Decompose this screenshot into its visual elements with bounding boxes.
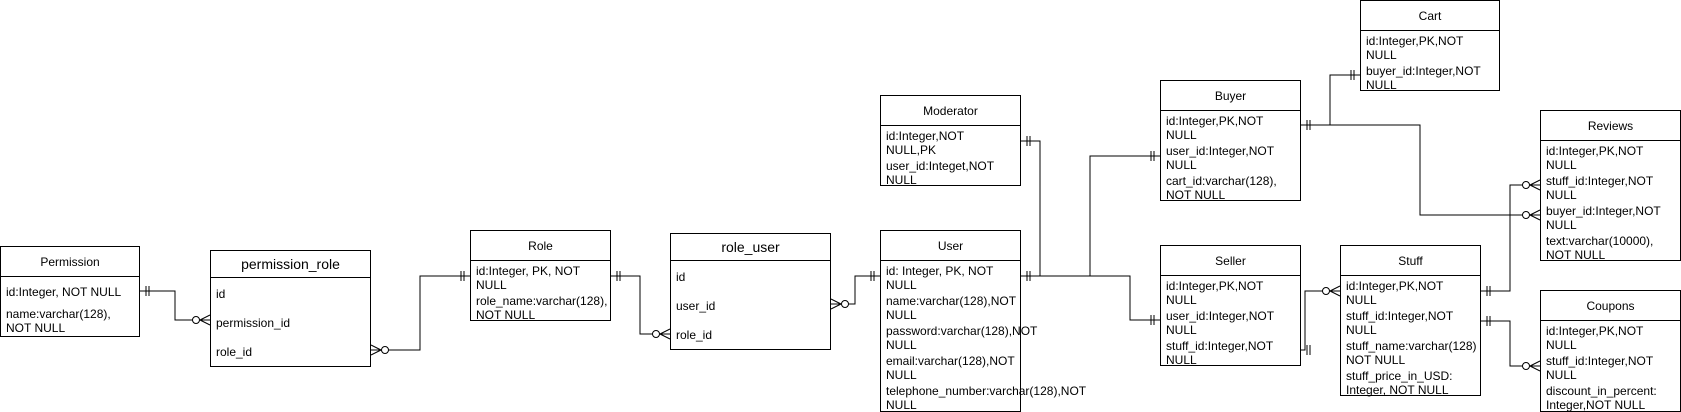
field-user-id: user_id:Integer,NOT NULL (1166, 309, 1274, 337)
entity-title: Seller (1161, 246, 1300, 276)
many-marker (830, 298, 842, 305)
field-role-id: role_id (216, 344, 253, 359)
field-id: id (216, 286, 226, 301)
connector-seller-stuff (1301, 290, 1340, 351)
entity-title: Buyer (1161, 81, 1300, 111)
many-marker (1529, 365, 1541, 372)
field-id: id:Integer,PK,NOT NULL (1346, 279, 1444, 307)
many-marker (370, 344, 382, 351)
zero-marker (1522, 362, 1530, 370)
entity-user[interactable]: User id: Integer, PK, NOT NULL name:varc… (880, 230, 1086, 412)
field-stuff-id: stuff_id:Integer,NOT NULL (1546, 174, 1653, 202)
field-id: id: Integer, PK, NOT NULL (886, 264, 994, 292)
zero-marker (1522, 181, 1530, 189)
field-role-id: role_id (676, 327, 713, 342)
entity-title: Moderator (881, 96, 1020, 126)
connector-permission-role-role (371, 275, 470, 351)
field-permission-id: permission_id (216, 315, 291, 330)
connector-stuff-coupons (1481, 320, 1540, 367)
entity-stuff[interactable]: Stuff id:Integer,PK,NOT NULL stuff_id:In… (1340, 245, 1481, 397)
field-email: email:varchar(128),NOT NULL (886, 354, 1015, 382)
many-marker (1529, 179, 1541, 186)
entity-title: Reviews (1541, 111, 1680, 141)
zero-marker (381, 346, 389, 354)
entity-moderator[interactable]: Moderator id:Integer,NOT NULL,PK user_id… (880, 95, 1021, 187)
entity-role[interactable]: Role id:Integer, PK, NOT NULL role_name:… (470, 230, 611, 322)
entity-permission[interactable]: Permission id:Integer, NOT NULL name:var… (0, 246, 140, 337)
field-stuff-price: stuff_price_in_USD: Integer, NOT NULL (1346, 369, 1453, 397)
entity-role-user[interactable]: role_user id user_id role_id (670, 233, 831, 350)
many-marker (1329, 285, 1341, 292)
entity-seller[interactable]: Seller id:Integer,PK,NOT NULL user_id:In… (1160, 245, 1301, 367)
field-stuff-id: stuff_id:Integer,NOT NULL (1166, 339, 1273, 367)
entity-permission-role[interactable]: permission_role id permission_id role_id (210, 250, 371, 367)
connector-role-role-user (611, 275, 670, 335)
zero-marker (192, 316, 200, 324)
entity-title: User (881, 231, 1020, 261)
entity-title: Coupons (1541, 291, 1680, 321)
connector-user-buyer (1040, 155, 1160, 277)
field-id: id:Integer,PK,NOT NULL (1366, 34, 1464, 62)
many-marker (1529, 184, 1541, 191)
field-buyer-id: buyer_id:Integer,NOT NULL (1546, 204, 1661, 232)
field-name: name:varchar(128), NOT NULL (6, 307, 111, 335)
many-marker (1329, 290, 1341, 297)
entity-reviews[interactable]: Reviews id:Integer,PK,NOT NULL stuff_id:… (1540, 110, 1681, 262)
many-marker (1529, 214, 1541, 221)
connector-role-user-user (831, 275, 880, 305)
zero-marker (1522, 211, 1530, 219)
field-id: id:Integer,PK,NOT NULL (1166, 279, 1264, 307)
connector-permission-permission-role (140, 290, 210, 321)
zero-marker (1322, 287, 1330, 295)
field-role-name: role_name:varchar(128), NOT NULL (476, 294, 608, 322)
field-text: text:varchar(10000), NOT NULL (1546, 234, 1654, 262)
zero-marker (652, 330, 660, 338)
entity-title: Cart (1361, 1, 1499, 31)
field-user-id: user_id:Integer,NOT NULL (1166, 144, 1274, 172)
connector-buyer-cart (1301, 74, 1360, 126)
entity-title: Stuff (1341, 246, 1480, 276)
many-marker (659, 333, 671, 340)
field-id: id:Integer,NOT NULL,PK (886, 129, 964, 157)
many-marker (370, 349, 382, 356)
field-id: id (676, 269, 686, 284)
connector-stuff-reviews (1481, 184, 1540, 292)
field-user-id: user_id (676, 298, 716, 313)
many-marker (199, 314, 211, 321)
many-marker (1529, 360, 1541, 367)
field-telephone-number: telephone_number:varchar(128),NOT NULL (886, 384, 1086, 412)
connector-user-moderator (1021, 140, 1041, 277)
field-stuff-name: stuff_name:varchar(128) NOT NULL (1346, 339, 1477, 367)
zero-marker (841, 300, 849, 308)
many-marker (1529, 209, 1541, 216)
field-name: name:varchar(128),NOT NULL (886, 294, 1016, 322)
field-buyer-id: buyer_id:Integer,NOT NULL (1366, 64, 1481, 92)
entity-title: Permission (1, 247, 139, 277)
field-stuff-id: stuff_id:Integer,NOT NULL (1346, 309, 1453, 337)
entity-buyer[interactable]: Buyer id:Integer,PK,NOT NULL user_id:Int… (1160, 80, 1301, 202)
field-id: id:Integer, PK, NOT NULL (476, 264, 580, 292)
entity-coupons[interactable]: Coupons id:Integer,PK,NOT NULL stuff_id:… (1540, 290, 1681, 412)
field-discount: discount_in_percent: Integer,NOT NULL (1546, 384, 1657, 412)
field-id: id:Integer, NOT NULL (6, 285, 122, 299)
field-stuff-id: stuff_id:Integer,NOT NULL (1546, 354, 1653, 382)
connector-user-seller (1040, 275, 1160, 321)
field-user-id: user_id:Integet,NOT NULL (886, 159, 994, 187)
field-id: id:Integer,PK,NOT NULL (1166, 114, 1264, 142)
many-marker (659, 328, 671, 335)
entity-title: permission_role (211, 251, 370, 278)
connector-buyer-reviews (1301, 124, 1540, 216)
field-password: password:varchar(128),NOT NULL (886, 324, 1038, 352)
field-id: id:Integer,PK,NOT NULL (1546, 144, 1644, 172)
many-marker (830, 303, 842, 310)
entity-title: role_user (671, 234, 830, 261)
entity-cart[interactable]: Cart id:Integer,PK,NOT NULL buyer_id:Int… (1360, 0, 1500, 92)
many-marker (199, 319, 211, 326)
entity-title: Role (471, 231, 610, 261)
field-id: id:Integer,PK,NOT NULL (1546, 324, 1644, 352)
field-cart-id: cart_id:varchar(128), NOT NULL (1166, 174, 1277, 202)
